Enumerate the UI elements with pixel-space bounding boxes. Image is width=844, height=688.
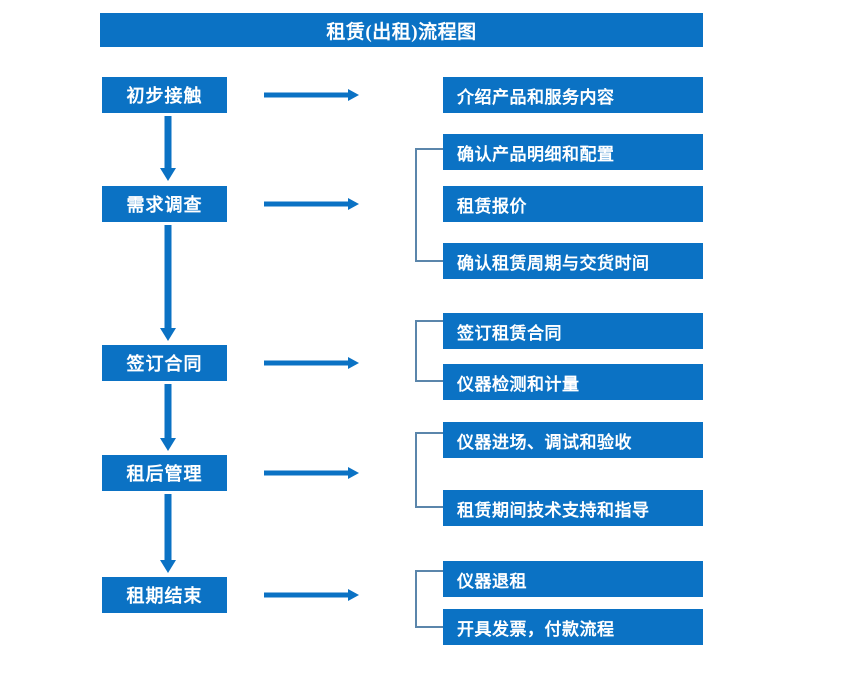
group-bracket xyxy=(415,432,443,508)
detail-box[interactable]: 仪器进场、调试和验收 xyxy=(443,422,703,458)
detail-box[interactable]: 介绍产品和服务内容 xyxy=(443,77,703,113)
detail-box[interactable]: 开具发票，付款流程 xyxy=(443,609,703,645)
bracket-line xyxy=(415,320,417,382)
bracket-tick-bottom xyxy=(415,626,443,628)
bracket-line xyxy=(415,148,417,262)
group-bracket xyxy=(415,148,443,262)
down-arrow-icon xyxy=(159,384,177,452)
bracket-tick-top xyxy=(415,320,443,322)
bracket-line xyxy=(415,570,417,628)
stage-box[interactable]: 租后管理 xyxy=(102,455,227,491)
down-arrow-icon xyxy=(159,116,177,182)
bracket-tick-top xyxy=(415,148,443,150)
page-title: 租赁(出租)流程图 xyxy=(100,13,703,47)
bracket-tick-bottom xyxy=(415,260,443,262)
group-bracket xyxy=(415,320,443,382)
bracket-line xyxy=(415,432,417,508)
down-arrow-icon xyxy=(159,494,177,574)
right-arrow-icon xyxy=(264,356,360,370)
detail-box[interactable]: 确认租赁周期与交货时间 xyxy=(443,243,703,279)
stage-box[interactable]: 初步接触 xyxy=(102,77,227,113)
detail-box[interactable]: 租赁报价 xyxy=(443,186,703,222)
right-arrow-icon xyxy=(264,466,360,480)
right-arrow-icon xyxy=(264,88,360,102)
group-bracket xyxy=(415,570,443,628)
bracket-tick-top xyxy=(415,570,443,572)
detail-box[interactable]: 仪器检测和计量 xyxy=(443,364,703,400)
right-arrow-icon xyxy=(264,588,360,602)
detail-box[interactable]: 租赁期间技术支持和指导 xyxy=(443,490,703,526)
detail-box[interactable]: 仪器退租 xyxy=(443,561,703,597)
stage-box[interactable]: 需求调查 xyxy=(102,186,227,222)
down-arrow-icon xyxy=(159,225,177,342)
bracket-tick-bottom xyxy=(415,506,443,508)
stage-box[interactable]: 签订合同 xyxy=(102,345,227,381)
detail-box[interactable]: 签订租赁合同 xyxy=(443,313,703,349)
detail-box[interactable]: 确认产品明细和配置 xyxy=(443,134,703,170)
right-arrow-icon xyxy=(264,197,360,211)
bracket-tick-bottom xyxy=(415,380,443,382)
stage-box[interactable]: 租期结束 xyxy=(102,577,227,613)
bracket-tick-top xyxy=(415,432,443,434)
